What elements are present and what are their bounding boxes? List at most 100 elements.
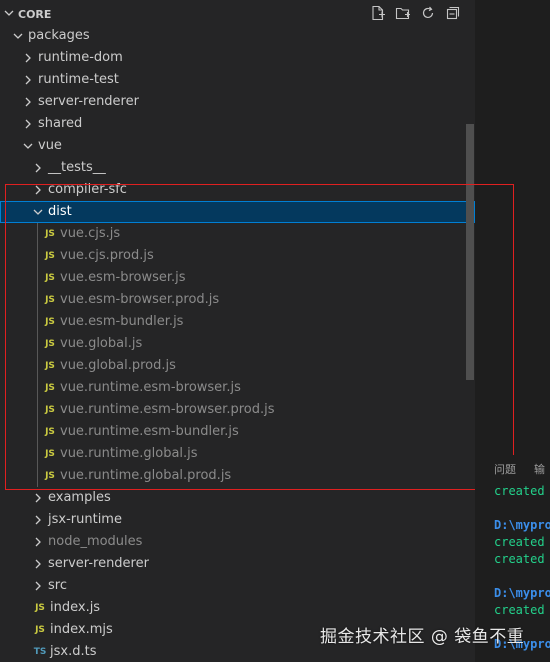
tree-item-label: vue.runtime.esm-bundler.js [60, 424, 239, 439]
tree-item-label: vue.global.prod.js [60, 358, 176, 373]
tree-folder[interactable]: runtime-dom [0, 47, 475, 69]
tree-item-label: jsx.d.ts [50, 644, 97, 659]
js-file-icon: JS [45, 471, 55, 481]
tab-output[interactable]: 输 [534, 463, 545, 476]
file-tree: packages runtime-dom runtime-test server-re… [0, 25, 475, 662]
tree-item-label: vue.runtime.esm-browser.prod.js [60, 402, 275, 417]
tree-file[interactable]: JS vue.global.prod.js [0, 355, 475, 377]
terminal-line: D:\mypro [494, 518, 550, 532]
tree-item-label: dist [48, 204, 72, 219]
tree-item-label: vue.runtime.global.prod.js [60, 468, 232, 483]
tree-item-label: src [48, 578, 67, 593]
terminal-line: D:\mypro [494, 637, 550, 651]
tree-item-label: vue.global.js [60, 336, 143, 351]
indent-guide [37, 223, 38, 487]
tree-file[interactable]: JS vue.runtime.global.prod.js [0, 465, 475, 487]
js-file-icon: JS [45, 405, 55, 415]
tree-item-label: server-renderer [38, 94, 139, 109]
chevron-right-icon [22, 91, 34, 113]
explorer-sidebar: CORE packages runtime-dom runtime-test serv… [0, 0, 475, 662]
explorer-section-header[interactable]: CORE [0, 0, 475, 28]
explorer-actions [370, 5, 461, 21]
chevron-right-icon [32, 531, 44, 553]
js-file-icon: JS [35, 625, 45, 635]
js-file-icon: JS [45, 449, 55, 459]
tree-item-label: vue.runtime.global.js [60, 446, 198, 461]
chevron-right-icon [32, 553, 44, 575]
chevron-down-icon [4, 8, 14, 21]
js-file-icon: JS [35, 603, 45, 613]
chevron-right-icon [32, 575, 44, 597]
tree-item-label: server-renderer [48, 556, 149, 571]
tree-folder[interactable]: vue [0, 135, 475, 157]
tree-file[interactable]: JS vue.esm-browser.prod.js [0, 289, 475, 311]
tree-folder[interactable]: src [0, 575, 475, 597]
tree-item-label: vue.esm-browser.js [60, 270, 186, 285]
tree-item-label: examples [48, 490, 111, 505]
terminal-line: created [494, 603, 545, 617]
terminal-blank-line [475, 568, 550, 585]
terminal-blank-line [475, 500, 550, 517]
tree-item-label: vue.cjs.prod.js [60, 248, 154, 263]
js-file-icon: JS [45, 361, 55, 371]
tree-item-label: packages [28, 28, 90, 43]
tree-file[interactable]: JS vue.runtime.esm-bundler.js [0, 421, 475, 443]
panel-tabs: 问题 输 [475, 455, 550, 483]
js-file-icon: JS [45, 427, 55, 437]
terminal-line: created [494, 552, 545, 566]
tree-file[interactable]: JS index.mjs [0, 619, 475, 641]
tree-folder[interactable]: examples [0, 487, 475, 509]
collapse-all-icon[interactable] [445, 5, 461, 21]
js-file-icon: JS [45, 317, 55, 327]
tree-item-label: runtime-test [38, 72, 119, 87]
tree-item-label: index.mjs [50, 622, 113, 637]
chevron-down-icon [12, 25, 24, 47]
new-file-icon[interactable] [370, 5, 386, 21]
new-folder-icon[interactable] [395, 5, 411, 21]
chevron-right-icon [22, 113, 34, 135]
js-file-icon: JS [45, 295, 55, 305]
chevron-down-icon [32, 201, 44, 223]
tree-folder[interactable]: packages [0, 25, 475, 47]
tree-item-label: vue.runtime.esm-browser.js [60, 380, 241, 395]
tree-folder[interactable]: __tests__ [0, 157, 475, 179]
js-file-icon: JS [45, 273, 55, 283]
chevron-right-icon [22, 47, 34, 69]
tree-item-label: vue.esm-browser.prod.js [60, 292, 220, 307]
refresh-icon[interactable] [420, 5, 436, 21]
tree-folder[interactable]: compiler-sfc [0, 179, 475, 201]
tree-file[interactable]: JS vue.runtime.esm-browser.prod.js [0, 399, 475, 421]
sidebar-scrollbar[interactable] [466, 124, 474, 380]
js-file-icon: JS [45, 251, 55, 261]
tree-folder[interactable]: jsx-runtime [0, 509, 475, 531]
tree-item-label: jsx-runtime [48, 512, 122, 527]
tree-folder[interactable]: shared [0, 113, 475, 135]
tree-folder[interactable]: dist [0, 201, 475, 223]
tree-folder[interactable]: server-renderer [0, 553, 475, 575]
js-file-icon: JS [45, 383, 55, 393]
tree-item-label: vue [38, 138, 62, 153]
tree-item-label: compiler-sfc [48, 182, 127, 197]
terminal-line: D:\mypro [494, 586, 550, 600]
chevron-right-icon [32, 509, 44, 531]
tree-item-label: __tests__ [48, 160, 106, 175]
tree-folder[interactable]: server-renderer [0, 91, 475, 113]
chevron-right-icon [22, 69, 34, 91]
tree-file[interactable]: JS vue.runtime.esm-browser.js [0, 377, 475, 399]
terminal-line: created [494, 484, 545, 498]
tree-folder[interactable]: runtime-test [0, 69, 475, 91]
tree-file[interactable]: JS vue.runtime.global.js [0, 443, 475, 465]
tree-file[interactable]: JS vue.esm-browser.js [0, 267, 475, 289]
chevron-down-icon [22, 135, 34, 157]
tree-item-label: shared [38, 116, 83, 131]
tree-folder[interactable]: node_modules [0, 531, 475, 553]
tab-problems[interactable]: 问题 [494, 463, 516, 476]
tree-file[interactable]: JS vue.cjs.prod.js [0, 245, 475, 267]
